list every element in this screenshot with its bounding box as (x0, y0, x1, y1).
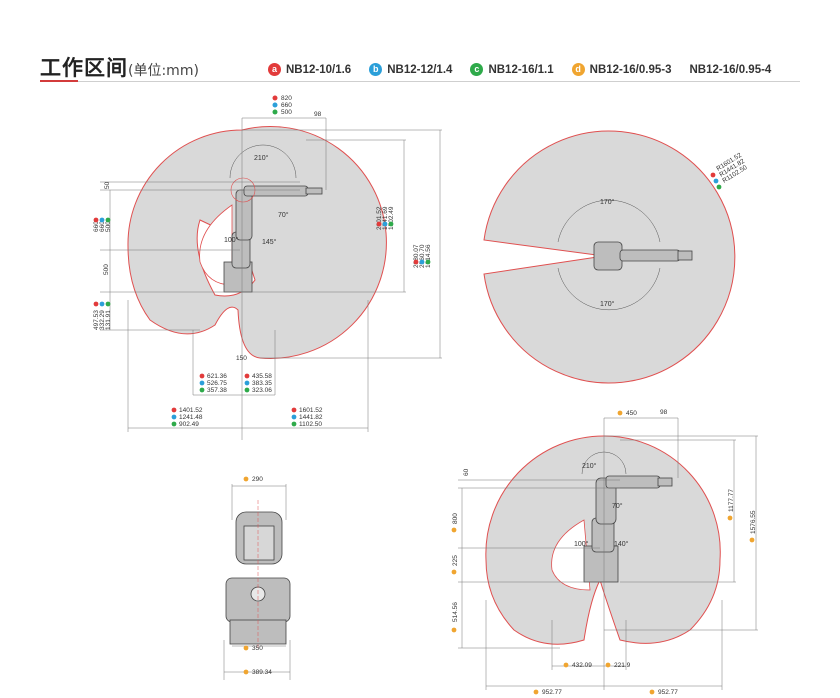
badge-c-icon: c (470, 63, 484, 76)
side-upper-arm-heights: 660 660 500 (93, 217, 112, 232)
top-angle-lower: 170° (600, 300, 615, 308)
svg-text:660: 660 (93, 221, 100, 232)
svg-text:357.38: 357.38 (207, 387, 227, 394)
front-top-width: 290 (252, 476, 263, 483)
front-base-width: 350 (252, 645, 263, 652)
top-radii: R1601.52 R1441.82 R1102.50 (710, 152, 749, 190)
side-angle-mid: 70° (278, 211, 289, 219)
small-angle-mid: 70° (612, 502, 623, 510)
side-base-height: 500 (103, 264, 110, 275)
model-legend: a NB12-10/1.6 b NB12-12/1.4 c NB12-16/1.… (268, 63, 771, 76)
svg-text:2560.70: 2560.70 (419, 244, 426, 268)
small-inner-cutout (551, 519, 591, 591)
header-divider (78, 81, 800, 82)
side-outer-left: 1401.52 1241.48 902.49 (171, 407, 203, 428)
side-wrist-offset: 98 (314, 111, 322, 118)
legend-item-a: a NB12-10/1.6 (268, 63, 351, 76)
front-foot-width: 389.34 (252, 669, 272, 676)
svg-text:1914.56: 1914.56 (425, 244, 432, 268)
svg-text:2001.52: 2001.52 (376, 206, 383, 230)
badge-b-icon: b (369, 63, 383, 76)
side-angle-top: 210° (254, 154, 269, 162)
svg-text:383.35: 383.35 (252, 380, 272, 387)
side-inner-right: 435.58 383.35 323.06 (244, 373, 272, 394)
small-angle-low: 100° (574, 540, 589, 548)
small-angle-base: 140° (614, 540, 629, 548)
legend-item-d: d NB12-16/0.95-3 (571, 63, 672, 76)
small-top-offset: 450 (626, 410, 637, 417)
top-view: 170° 170° R1601.52 R1441.82 R1102.50 (483, 130, 749, 384)
side-angle-base: 145° (262, 238, 277, 246)
svg-text:1441.82: 1441.82 (299, 414, 323, 421)
legend-item-b: b NB12-12/1.4 (369, 63, 452, 76)
legend-item-e: NB12-16/0.95-4 (689, 63, 771, 76)
small-total-height: 1576.55 (750, 510, 757, 534)
svg-text:2880.07: 2880.07 (413, 244, 420, 268)
svg-text:497.53: 497.53 (93, 310, 100, 330)
legend-label-a: NB12-10/1.6 (286, 63, 352, 76)
side-view: 210° 70° 100° 145° 820 660 500 98 (93, 95, 442, 440)
unit-subtitle: (单位:mm) (128, 63, 199, 79)
svg-text:332.29: 332.29 (99, 310, 106, 330)
svg-text:435.58: 435.58 (252, 373, 272, 380)
small-side-view: 210° 70° 100° 140° (451, 409, 758, 696)
front-view: 290 350 389.34 (223, 476, 291, 680)
side-angle-low: 100° (224, 236, 239, 244)
small-robot-icon (583, 475, 673, 583)
side-robot-icon (223, 185, 323, 293)
svg-text:820: 820 (281, 95, 292, 102)
svg-text:500: 500 (105, 221, 112, 232)
legend-label-b: NB12-12/1.4 (387, 63, 453, 76)
small-link-offset: 60 (463, 468, 470, 476)
side-outer-right: 1601.52 1441.82 1102.50 (291, 407, 323, 428)
svg-text:323.06: 323.06 (252, 387, 272, 394)
badge-d-icon: d (571, 63, 585, 76)
page-title: 工作区间(单位:mm) (40, 52, 199, 82)
small-inner-right: 221.9 (614, 662, 631, 669)
svg-text:1841.69: 1841.69 (382, 206, 389, 230)
small-outer-left: 952.77 (542, 689, 562, 696)
side-top-offsets: 820 660 500 98 (272, 95, 322, 118)
legend-label-d: NB12-16/0.95-3 (589, 63, 672, 76)
svg-text:1601.52: 1601.52 (299, 407, 323, 414)
svg-text:1241.48: 1241.48 (179, 414, 203, 421)
svg-text:500: 500 (281, 109, 292, 116)
side-base-width: 150 (236, 355, 247, 362)
side-lower-reach: 497.53 332.29 131.91 (93, 301, 112, 330)
svg-text:1401.52: 1401.52 (179, 407, 203, 414)
side-inner-left: 621.36 526.75 357.38 (199, 373, 227, 394)
side-height-above-shoulder: 2001.52 1841.69 1502.49 (376, 206, 395, 230)
small-outer-right: 952.77 (658, 689, 678, 696)
legend-label-c: NB12-16/1.1 (488, 63, 554, 76)
svg-text:660: 660 (99, 221, 106, 232)
title-accent-rule (40, 80, 78, 82)
svg-text:526.75: 526.75 (207, 380, 227, 387)
title-text: 工作区间 (40, 56, 128, 80)
small-base-height: 225 (452, 555, 459, 566)
svg-text:131.91: 131.91 (105, 310, 112, 330)
svg-text:1102.50: 1102.50 (299, 421, 322, 428)
top-robot-icon (593, 241, 693, 271)
small-wrist-offset: 98 (660, 409, 668, 416)
svg-text:621.36: 621.36 (207, 373, 227, 380)
legend-label-e: NB12-16/0.95-4 (689, 63, 772, 76)
small-inner-left: 432.09 (572, 662, 592, 669)
badge-a-icon: a (268, 63, 281, 76)
small-height-above: 1177.77 (728, 489, 735, 512)
top-angle-upper: 170° (600, 198, 615, 206)
side-link-offset: 50 (104, 181, 111, 189)
small-lower-reach: 514.56 (452, 602, 459, 622)
small-arm-length: 800 (452, 513, 459, 524)
svg-text:660: 660 (281, 102, 292, 109)
side-angle-arc-top (229, 144, 297, 179)
svg-text:902.49: 902.49 (179, 421, 199, 428)
small-angle-top: 210° (582, 462, 597, 470)
svg-text:1502.49: 1502.49 (388, 206, 395, 230)
side-total-height: 2880.07 2560.70 1914.56 (413, 244, 432, 268)
legend-item-c: c NB12-16/1.1 (470, 63, 554, 76)
